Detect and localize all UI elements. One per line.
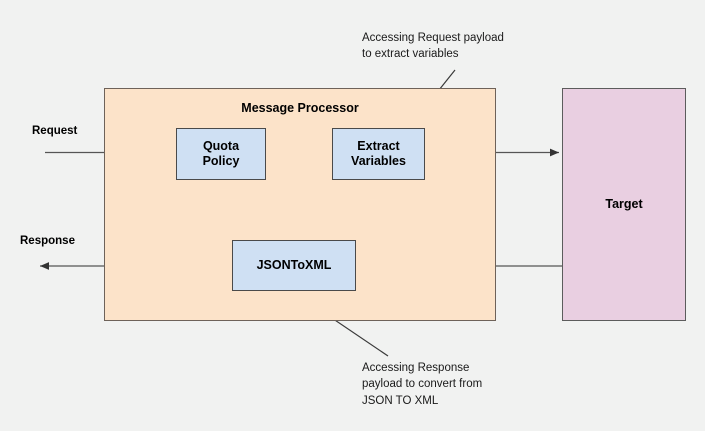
message-processor-title: Message Processor [241, 101, 359, 115]
jsontoxml-box[interactable]: JSONToXML [232, 240, 356, 291]
extract-variables-box[interactable]: Extract Variables [332, 128, 425, 180]
target-box[interactable]: Target [562, 88, 686, 321]
annotation-response-note: Accessing Response payload to convert fr… [362, 362, 483, 407]
quota-policy-box[interactable]: Quota Policy [176, 128, 266, 180]
response-label: Response [20, 235, 75, 247]
request-label: Request [32, 125, 78, 137]
annotation-request-note: Accessing Request payload to extract var… [362, 32, 504, 61]
